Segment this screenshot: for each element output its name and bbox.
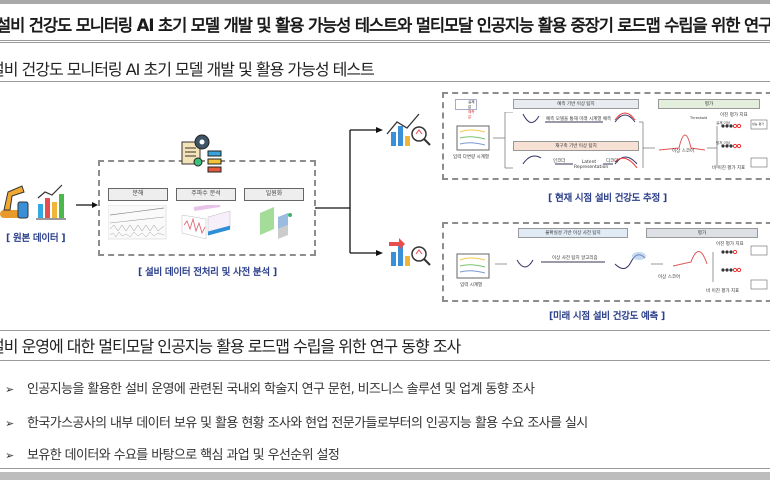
document-gear-workflow-icon	[181, 134, 222, 173]
actual-anomaly-label: 실제 이상	[716, 121, 730, 125]
current-estimation-caption: [ 현재 시점 설비 건강도 추정 ]	[548, 193, 667, 204]
top-band	[0, 0, 770, 4]
threshold-label: Threshold	[690, 116, 708, 120]
nonbinary-metric-label: 비 이진 평가 지표	[712, 166, 746, 171]
divider	[0, 360, 770, 361]
future-evaluation-bar: 평가	[646, 228, 758, 238]
binary-metric-label: 이진 평가 지표	[720, 113, 748, 118]
latent-label: Latent Representation	[574, 160, 609, 170]
legend-predicted: 예측값	[468, 110, 475, 119]
decoder-label: 디코더	[606, 159, 619, 164]
divider	[0, 468, 770, 469]
algo-arrow-label: 이상 사전 탐지 알고리즘	[552, 256, 598, 261]
future-anomaly-score-label: 이상 스코어	[658, 275, 681, 280]
section2-heading: 설비 운영에 대한 멀티모달 인공지능 활용 로드맵 수립을 위한 연구 동향 …	[0, 337, 461, 356]
arrow-bullet-icon: ➢	[5, 449, 14, 462]
anomaly-score-label: 이상 스코어	[672, 149, 695, 154]
input-label: 입력 다변량 시계열	[453, 155, 489, 160]
perf-label: 성능 평가	[752, 122, 764, 126]
bullet-text: 한국가스공사의 내부 데이터 보유 및 활용 현황 조사와 현업 전문가들로부터…	[27, 416, 588, 431]
encoder-label: 인코더	[553, 159, 566, 164]
future-nonbinary-metric-label: 비 이진 평가 지표	[706, 289, 740, 294]
bullet-text: 보유한 데이터와 수요를 바탕으로 핵심 과업 및 우선순위 설정	[27, 448, 340, 463]
step-decomposition: 분해	[108, 188, 168, 201]
future-binary-metric-label: 이진 평가 지표	[716, 242, 744, 247]
frequency-analysis-plot	[181, 205, 231, 240]
bullet-item: ➢ 보유한 데이터와 수요를 바탕으로 핵심 과업 및 우선순위 설정	[5, 444, 340, 463]
normalization-plot	[260, 207, 292, 239]
legend-actual: 실제값	[468, 100, 475, 109]
future-prediction-box	[442, 222, 770, 302]
anomaly-analysis-icon	[386, 113, 431, 146]
future-pipeline-diagram	[456, 245, 768, 290]
section1-heading: 설비 건강도 모니터링 AI 초기 모델 개발 및 활용 가능성 테스트	[0, 60, 375, 79]
divider	[0, 330, 770, 331]
evaluation-bar: 평가	[658, 99, 760, 109]
bullet-item: ➢ 한국가스공사의 내부 데이터 보유 및 활용 현황 조사와 현업 전문가들로부…	[5, 412, 588, 431]
uncertainty-bar: 불확실성 기반 이상 사전 탐지	[518, 228, 628, 238]
divider	[0, 81, 770, 82]
reconstruction-based-bar: 재구축 기반 이상 탐지	[513, 141, 639, 151]
page-title: 설비 건강도 모니터링 AI 초기 모델 개발 및 활용 가능성 테스트와 멀티…	[0, 16, 770, 35]
step-normalization: 일원화	[244, 188, 304, 201]
preprocess-caption: [ 설비 데이터 전처리 및 사전 분석 ]	[138, 267, 277, 278]
legend: 실제값 예측값	[455, 99, 477, 119]
bottom-band	[0, 472, 770, 480]
robot-arm-chart-icon	[0, 184, 66, 220]
current-pipeline-diagram	[456, 112, 768, 169]
arrow-bullet-icon: ➢	[5, 383, 14, 396]
raw-data-caption: [ 원본 데이터 ]	[6, 233, 66, 244]
current-estimation-box	[442, 92, 770, 180]
bullet-text: 인공지능을 활용한 설비 운영에 관련된 국내외 학술지 연구 문헌, 비즈니스…	[27, 382, 535, 397]
prediction-analysis-icon	[389, 238, 431, 266]
divider	[0, 42, 770, 43]
arrow-bullet-icon: ➢	[5, 417, 14, 430]
decomposition-plot	[108, 205, 167, 240]
detected-anomaly-label: 탐지 이상	[716, 141, 730, 145]
prediction-based-bar: 예측 기반 이상 탐지	[513, 99, 639, 109]
step-frequency-analysis: 주파수 분석	[176, 188, 236, 201]
future-input-label: 입력 시계열	[460, 283, 483, 288]
future-prediction-caption: [미래 시점 설비 건강도 예측 ]	[549, 311, 665, 322]
prediction-arrow-label: 예측 모델을 통해 미래 시계열 예측	[546, 117, 612, 122]
bullet-item: ➢ 인공지능을 활용한 설비 운영에 관련된 국내외 학술지 연구 문헌, 비즈니…	[5, 378, 535, 397]
arrow-icon	[76, 202, 98, 208]
branch-connector	[315, 127, 383, 256]
divider	[0, 40, 770, 41]
